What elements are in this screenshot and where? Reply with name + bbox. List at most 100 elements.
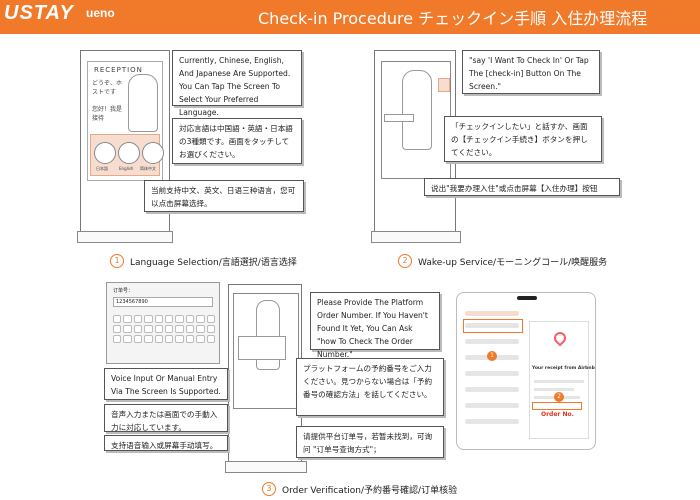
- key[interactable]: [206, 325, 215, 333]
- step3-title: Order Verification/予約番号確認/订单核验: [282, 485, 458, 496]
- kiosk-illustration-1: RECEPTION どうぞ、ホストです 您好！我是接待 日本語 English …: [77, 50, 173, 243]
- key[interactable]: [206, 335, 215, 343]
- kiosk-illustration-2: [371, 50, 461, 243]
- keyboard-screen: 订单号： 1234567890: [106, 282, 220, 364]
- step3-input-ja: 音声入力または画面での手動入力に対応しています。: [104, 404, 228, 432]
- step1-callout-ja: 対応言語は中国語・英語・日本語の3種類です。画面をタッチしてお選びください。: [172, 118, 302, 164]
- phone-notch: [517, 296, 537, 300]
- step3-number: 3: [262, 482, 276, 496]
- step1-label: 1 Language Selection/言語選択/语言选择: [110, 254, 297, 268]
- kiosk-base-1: [77, 231, 173, 243]
- step1-number: 1: [110, 254, 124, 268]
- header-bar: USTAY ueno Check-in Procedure チェックイン手順 入…: [0, 0, 700, 34]
- step3-input-en: Voice Input Or Manual Entry Via The Scre…: [104, 368, 228, 400]
- step1-title: Language Selection/言語選択/语言选择: [130, 257, 297, 268]
- key[interactable]: [175, 325, 184, 333]
- kiosk-screen-3: [233, 293, 299, 409]
- key[interactable]: [175, 315, 184, 323]
- step3-callout-en: Please Provide The Platform Order Number…: [310, 292, 440, 359]
- key[interactable]: [123, 315, 132, 323]
- kiosk-base-3: [225, 461, 307, 473]
- key[interactable]: [154, 325, 163, 333]
- key[interactable]: [133, 325, 143, 333]
- step3-callout-zh: 请提供平台订单号，若暂未找到，可询问 "订单号查询方式"；: [296, 426, 444, 458]
- inbox-row: [465, 323, 519, 328]
- key[interactable]: [196, 335, 205, 343]
- keyboard-caption: 订单号：: [113, 288, 134, 294]
- order-no-label: Order No.: [541, 411, 574, 418]
- inbox-row: [465, 339, 519, 344]
- lang-label-en: English: [119, 166, 134, 171]
- step2-callout-en: "say 'I Want To Check In' Or Tap The [ch…: [462, 50, 600, 94]
- key[interactable]: [206, 315, 215, 323]
- step2-callout-zh: 说出"我要办理入住"或点击屏幕【入住办理】按钮: [424, 178, 620, 196]
- key[interactable]: [113, 325, 122, 333]
- key[interactable]: [164, 325, 174, 333]
- key[interactable]: [133, 335, 143, 343]
- receipt-line: [534, 380, 584, 383]
- logo-subtitle: ueno: [86, 6, 115, 20]
- keyboard-keys: [113, 315, 215, 343]
- kiosk-screen-2: [381, 61, 451, 179]
- key[interactable]: [144, 325, 153, 333]
- key[interactable]: [185, 315, 195, 323]
- kiosk-screen-1: RECEPTION どうぞ、ホストです 您好！我是接待 日本語 English …: [87, 61, 164, 181]
- airbnb-icon: [551, 329, 569, 347]
- logo: USTAY: [4, 2, 74, 24]
- host-figure-3: [256, 300, 280, 370]
- kiosk-illustration-3: [225, 284, 307, 473]
- step1-callout-en: Currently, Chinese, English, And Japanes…: [172, 50, 302, 117]
- step1-callout-zh: 当前支持中文、英文、日语三种语言，您可以点击屏幕选择。: [144, 180, 304, 212]
- key[interactable]: [123, 325, 132, 333]
- key[interactable]: [144, 315, 153, 323]
- key[interactable]: [123, 335, 132, 343]
- key[interactable]: [164, 315, 174, 323]
- receipt-line: [534, 388, 574, 391]
- lang-button-zh[interactable]: [142, 142, 164, 164]
- order-number-input[interactable]: 1234567890: [113, 297, 213, 307]
- greeting-zh: 您好！我是接待: [92, 106, 123, 122]
- step-badge-1: 1: [487, 351, 497, 361]
- step3-label: 3 Order Verification/予約番号確認/订单核验: [262, 482, 457, 496]
- step2-label: 2 Wake-up Service/モーニングコール/唤醒服务: [398, 254, 607, 268]
- key[interactable]: [154, 335, 163, 343]
- key[interactable]: [133, 315, 143, 323]
- phone-screenshot: 1 Your receipt from Airbnb 2 Order No.: [456, 292, 596, 450]
- inbox-row: [465, 403, 519, 408]
- key[interactable]: [113, 335, 122, 343]
- inbox-row: [465, 419, 519, 424]
- key[interactable]: [196, 325, 205, 333]
- receipt-card: Your receipt from Airbnb 2: [529, 321, 595, 439]
- step-badge-2: 2: [554, 392, 564, 402]
- key[interactable]: [185, 325, 195, 333]
- host-figure-2: [402, 70, 432, 150]
- key[interactable]: [154, 315, 163, 323]
- key[interactable]: [196, 315, 205, 323]
- lang-button-en[interactable]: [118, 142, 140, 164]
- step2-callout-ja: 「チェックインしたい」と話すか、画面の【チェックイン手続き】ボタンを押してくださ…: [444, 116, 602, 162]
- receipt-title: Your receipt from Airbnb: [532, 366, 595, 371]
- page-title: Check-in Procedure チェックイン手順 入住办理流程: [258, 9, 648, 28]
- greeting-ja: どうぞ、ホストです: [92, 80, 123, 96]
- key[interactable]: [185, 335, 195, 343]
- key[interactable]: [144, 335, 153, 343]
- kiosk-base-2: [371, 231, 461, 243]
- lang-button-ja[interactable]: [94, 142, 116, 164]
- key[interactable]: [113, 315, 122, 323]
- hand-pointer: [438, 78, 450, 92]
- check-in-button[interactable]: [384, 114, 414, 122]
- key[interactable]: [175, 335, 184, 343]
- inbox-row: [465, 311, 519, 316]
- lang-label-ja: 日本語: [96, 166, 108, 171]
- step2-title: Wake-up Service/モーニングコール/唤醒服务: [418, 257, 608, 268]
- key[interactable]: [164, 335, 174, 343]
- inbox-row: [465, 371, 519, 376]
- screen-dialog: [238, 336, 286, 360]
- order-no-highlight: [532, 402, 582, 410]
- email-highlight: [463, 319, 523, 333]
- reception-sign: RECEPTION: [94, 66, 143, 74]
- step3-input-zh: 支持语音输入或屏幕手动填写。: [104, 435, 228, 451]
- lang-label-zh: 简体中文: [140, 166, 156, 171]
- host-figure: [128, 74, 158, 132]
- inbox-row: [465, 387, 519, 392]
